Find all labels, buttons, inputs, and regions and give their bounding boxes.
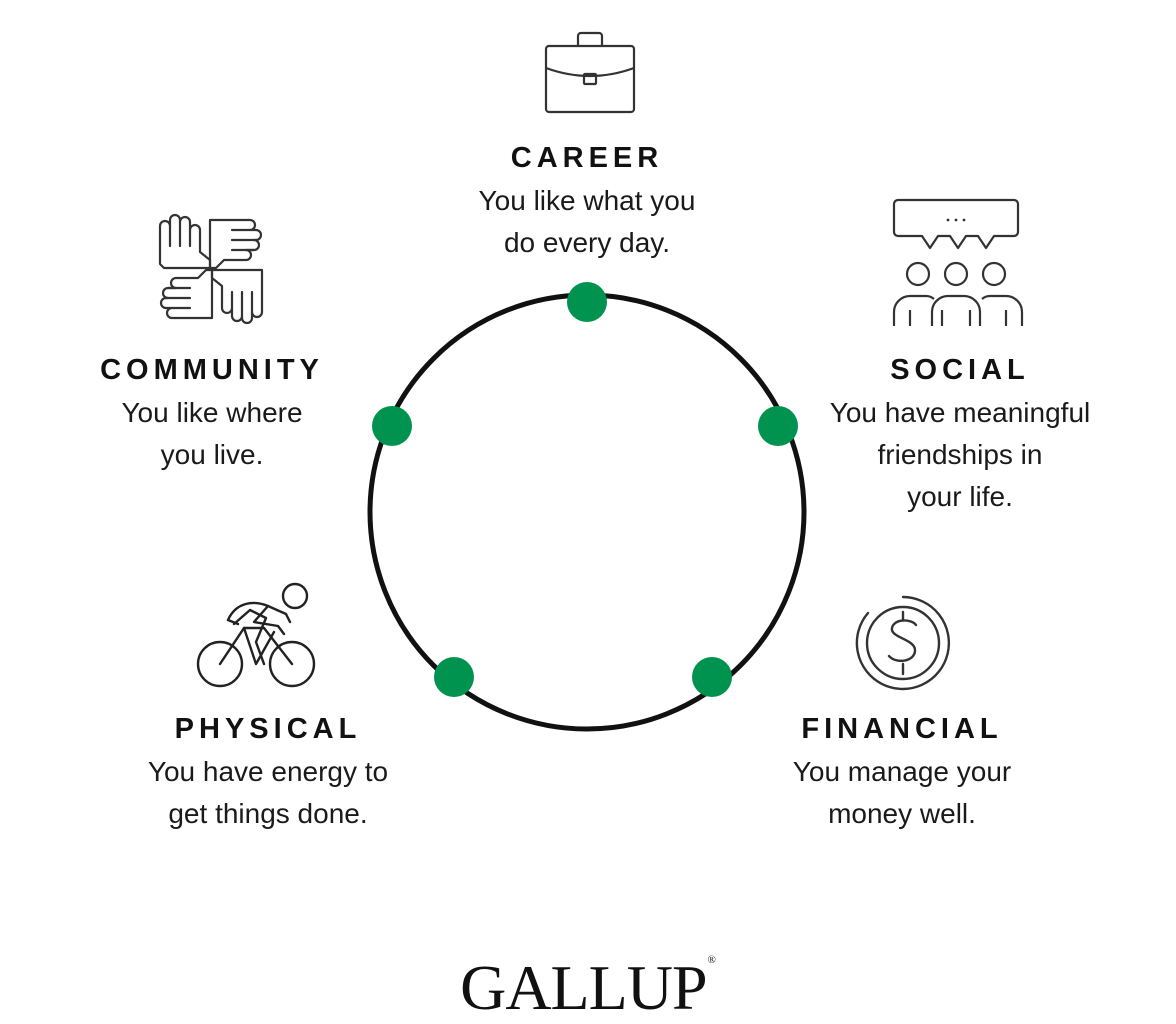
ring-dot-career: [567, 282, 607, 322]
node-physical: PHYSICAL You have energy to get things d…: [118, 711, 418, 835]
ring-circle: [367, 292, 807, 732]
cyclist-icon: [196, 582, 316, 688]
social-description: You have meaningful friendships in your …: [829, 397, 1091, 512]
physical-description: You have energy to get things done.: [147, 756, 389, 829]
ring-dot-financial: [692, 657, 732, 697]
dollar-coin-icon: [855, 595, 951, 691]
ring-dot-community: [372, 406, 412, 446]
financial-description: You manage your money well.: [792, 756, 1012, 829]
career-heading: CAREER: [510, 142, 664, 174]
registered-mark: ®: [707, 954, 716, 966]
node-financial: FINANCIAL You manage your money well.: [752, 711, 1052, 835]
gallup-logo-text: GALLUP: [460, 952, 707, 1023]
node-career: CAREER You like what you do every day.: [437, 140, 737, 264]
people-conversation-icon: [892, 198, 1024, 326]
physical-heading: PHYSICAL: [174, 713, 362, 745]
community-description: You like where you live.: [121, 397, 303, 470]
gallup-logo: GALLUP®: [0, 924, 1176, 1024]
node-community: COMMUNITY You like where you live.: [62, 352, 362, 476]
career-description: You like what you do every day.: [478, 185, 696, 258]
node-social: SOCIAL You have meaningful friendships i…: [805, 352, 1115, 518]
ring-dot-physical: [434, 657, 474, 697]
financial-heading: FINANCIAL: [801, 713, 1003, 745]
community-heading: COMMUNITY: [100, 354, 324, 386]
briefcase-icon: [544, 31, 636, 114]
joined-hands-icon: [158, 213, 264, 325]
social-heading: SOCIAL: [890, 354, 1030, 386]
ring-dot-social: [758, 406, 798, 446]
